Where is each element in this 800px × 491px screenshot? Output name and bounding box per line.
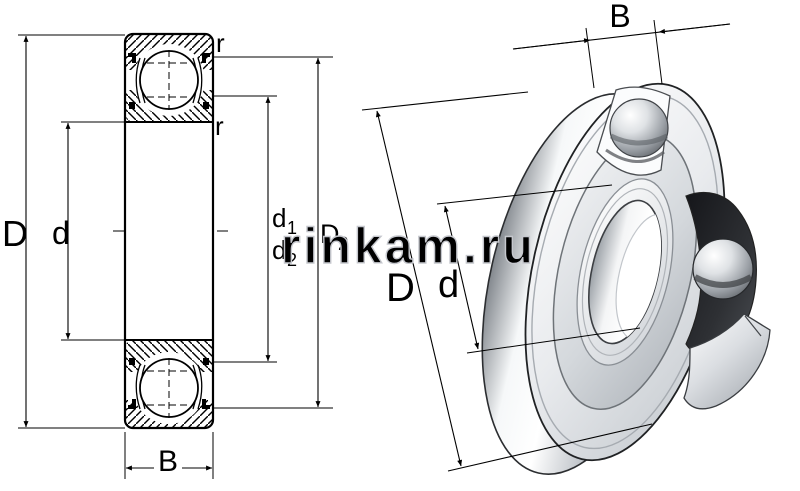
shield-right-bottom (197, 364, 203, 410)
shield-right-top (197, 57, 203, 104)
cross-section-view: D d r r d 1 d 2 D 2 B (2, 28, 349, 479)
dimension-lines (23, 35, 321, 471)
label-D2-sub: 2 (338, 234, 349, 255)
shield-left-bottom (135, 364, 141, 410)
label-width-B-3d: B (609, 0, 630, 34)
shield-anchor (203, 358, 209, 365)
ball-reflection-band-top (609, 133, 669, 146)
shield-anchor (128, 53, 136, 63)
shield-anchor (202, 399, 210, 409)
dim-D-3d (361, 91, 653, 472)
top-section-block (125, 34, 213, 122)
perspective-view: B D d (361, 0, 771, 475)
label-d1-sub: 1 (287, 218, 297, 238)
label-d2-sub: 2 (287, 250, 297, 270)
outer-ring-cut-wedge (683, 313, 771, 410)
ball-3d-right (692, 238, 754, 300)
bottom-section-block (125, 340, 213, 428)
shield-anchor (129, 358, 135, 365)
watermark-text: rinkam.ru (281, 218, 536, 274)
shield-anchor (129, 102, 135, 109)
dim-B-3d (512, 19, 731, 89)
extension-lines (18, 34, 333, 479)
wedge-edge-line (744, 315, 762, 337)
label-bore-diameter-3d: d (438, 264, 459, 306)
label-outer-diameter: D (2, 213, 28, 254)
label-bore-diameter: d (52, 215, 70, 251)
shield-left-top (135, 57, 141, 104)
raceway-groove-top (605, 148, 665, 163)
label-width-B: B (158, 445, 178, 478)
dim-d-3d (436, 184, 641, 354)
label-d2: d (272, 235, 286, 265)
label-fillet-radius-bottom: r (215, 111, 224, 141)
label-D2: D (320, 219, 340, 249)
label-fillet-radius-top: r (216, 28, 225, 58)
ball-reflection-band-right (693, 274, 753, 288)
shield-anchor (128, 399, 136, 409)
ball-3d-top (609, 98, 669, 158)
label-d1: d (272, 203, 286, 233)
inner-ring-groove (581, 188, 669, 356)
label-outer-diameter-3d: D (386, 266, 415, 310)
shield-anchor (202, 53, 210, 63)
shield-anchor (203, 102, 209, 109)
